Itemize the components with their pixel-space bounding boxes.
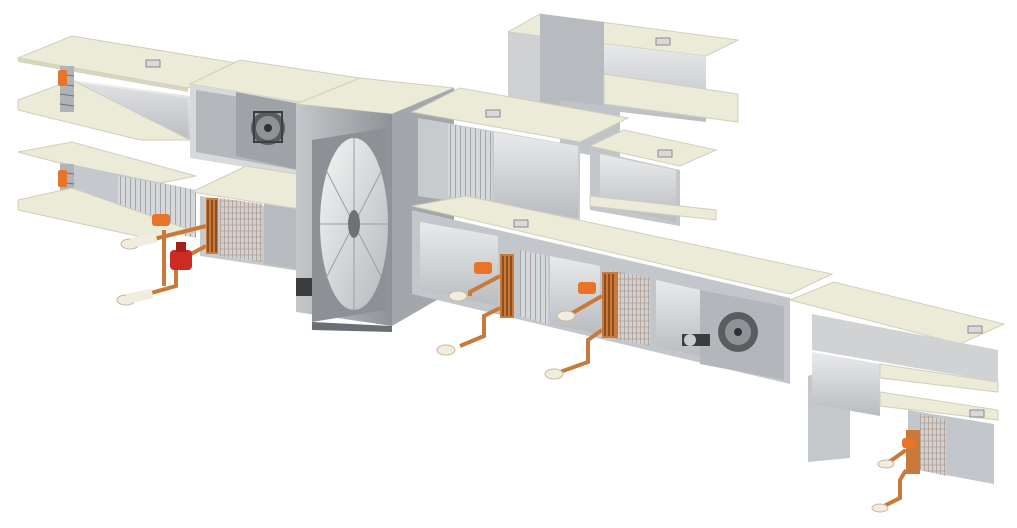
actuator-icon	[578, 282, 596, 294]
filter-section-upper	[410, 87, 630, 220]
pump-icon	[170, 242, 192, 270]
wheel-icon	[320, 138, 388, 310]
reheat-coil-section	[544, 272, 618, 380]
supply-outlet-duct	[788, 281, 1006, 513]
upper-intake-duct	[16, 35, 244, 141]
coil-icon	[207, 200, 217, 252]
coil-icon	[502, 256, 512, 316]
cooling-coil-section	[436, 254, 514, 356]
actuator-icon	[474, 262, 492, 274]
exhaust-duct-right	[588, 129, 718, 226]
fan-icon	[251, 111, 285, 145]
actuator-icon	[152, 214, 170, 226]
coil-icon	[906, 430, 920, 474]
heating-piping	[116, 214, 207, 306]
coil-icon	[604, 274, 614, 336]
fan-icon	[682, 312, 758, 352]
actuator-icon	[902, 438, 916, 448]
damper-icon	[58, 66, 75, 112]
